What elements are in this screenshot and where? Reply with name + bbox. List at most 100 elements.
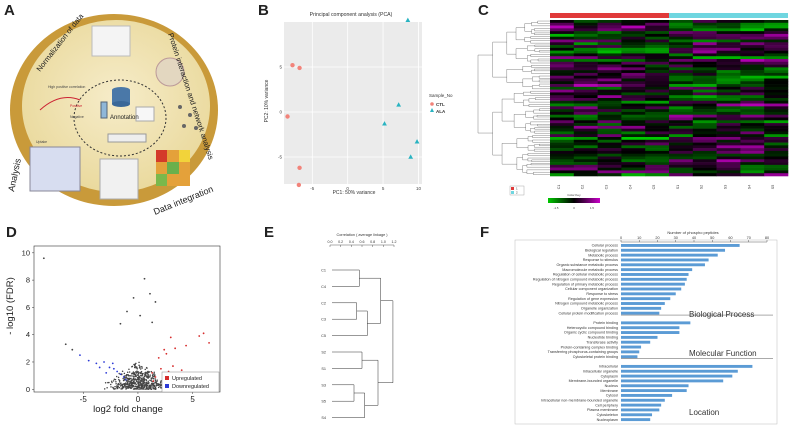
heatmap-cell xyxy=(692,162,717,166)
volcano-point-downregulated xyxy=(87,359,90,362)
volcano-point-ns xyxy=(130,377,132,380)
volcano-point-ns xyxy=(153,376,155,378)
volcano-ytick: 6 xyxy=(26,303,30,312)
heatmap-cell xyxy=(716,134,741,138)
heatmap-cell xyxy=(740,117,765,121)
heatmap-cell xyxy=(550,120,575,124)
heatmap-cell xyxy=(692,167,717,171)
volcano-point-upregulated xyxy=(174,347,177,350)
volcano-legend-up-swatch xyxy=(165,376,169,380)
go-bar xyxy=(621,273,689,276)
heatmap-cell xyxy=(669,67,694,71)
volcano-point-ns xyxy=(140,386,142,388)
heatmap-cell xyxy=(669,33,694,38)
heatmap-cell xyxy=(621,56,646,60)
volcano-point-ns xyxy=(117,376,120,379)
heatmap-cell xyxy=(692,72,717,77)
heatmap-cell xyxy=(645,89,670,93)
heatmap-cell xyxy=(645,103,670,107)
heatmap-cell xyxy=(692,148,717,152)
volcano-point-upregulated xyxy=(185,344,187,347)
heatmap-cell xyxy=(669,47,694,51)
go-category-label: Regulation of gene expression xyxy=(568,297,618,301)
dendro-leaf-label: C4 xyxy=(321,285,326,289)
volcano-point-ns xyxy=(118,378,120,381)
heatmap-cell xyxy=(550,45,575,49)
go-category-label: Organic cyclic compound binding xyxy=(564,331,618,335)
heatmap-cell xyxy=(692,28,717,32)
heatmap-cell xyxy=(740,67,765,71)
heatmap-cell xyxy=(669,106,694,110)
heatmap-cell xyxy=(669,123,694,127)
heatmap-cell xyxy=(550,125,575,129)
go-bar xyxy=(621,379,724,383)
heatmap-cell xyxy=(597,92,622,96)
heatmap-cell xyxy=(740,36,765,40)
section-label-location: Location xyxy=(689,408,719,417)
volcano-point-ns xyxy=(134,385,137,388)
heatmap-cell xyxy=(573,145,598,149)
heatmap-cell xyxy=(597,106,622,110)
heatmap-cell xyxy=(645,173,670,177)
volcano-point-ns xyxy=(150,386,152,389)
high-correlation-label: High positive correlation xyxy=(48,85,85,89)
heatmap-cell xyxy=(621,84,646,88)
heatmap-cell xyxy=(764,59,789,63)
heatmap-cell xyxy=(597,100,622,104)
volcano-xtick: -5 xyxy=(80,395,88,404)
heatmap-cell xyxy=(716,125,741,129)
volcano-point-ns xyxy=(107,381,109,384)
heatmap-cell xyxy=(573,100,598,104)
volcano-point-ns xyxy=(140,388,142,390)
heatmap-cell xyxy=(740,170,765,174)
volcano-point-ns xyxy=(114,385,116,388)
heatmap-cell xyxy=(573,78,598,82)
heatmap-cell xyxy=(550,61,575,65)
volcano-point-ns xyxy=(113,378,116,380)
heatmap-cell xyxy=(716,92,741,96)
heatmap-cell xyxy=(573,95,598,99)
heatmap-cell xyxy=(573,22,598,26)
heatmap-cell xyxy=(669,53,694,57)
heatmap-cell xyxy=(716,75,741,79)
heatmap-cell xyxy=(669,137,694,141)
heatmap-cell xyxy=(645,45,670,49)
pca-ytick: -5 xyxy=(278,155,282,160)
heatmap-cell xyxy=(645,100,670,104)
heatmap-cell xyxy=(716,142,741,146)
volcano-legend-box xyxy=(161,371,220,393)
volcano-point-ns xyxy=(121,386,124,389)
heatmap-cell xyxy=(764,47,789,51)
heatmap-cell xyxy=(669,81,694,85)
volcano-point-ns xyxy=(143,376,146,378)
volcano-point-ns xyxy=(118,386,121,389)
annotation-circle xyxy=(73,79,167,157)
heatmap-cell xyxy=(669,78,694,82)
volcano-point-ns xyxy=(132,378,134,381)
heatmap-cell xyxy=(645,114,670,118)
go-category-label: Cellular process xyxy=(592,244,619,248)
volcano-point-ns xyxy=(152,375,154,377)
heatmap-cell xyxy=(573,142,598,146)
heatmap-cell xyxy=(669,64,694,68)
volcano-point-downregulated xyxy=(108,366,111,369)
volcano-point-upregulated xyxy=(163,348,166,351)
heatmap-cell xyxy=(573,159,598,163)
volcano-point-ns xyxy=(138,388,140,390)
pca-point-ala xyxy=(405,17,411,22)
heatmap-cell xyxy=(573,84,598,88)
volcano-point-ns xyxy=(144,388,146,390)
heatmap-cell xyxy=(645,33,670,38)
heatmap-cell xyxy=(740,28,765,32)
go-category-label: Nucleus xyxy=(605,384,618,388)
heatmap-cell xyxy=(550,173,575,177)
heatmap-cell xyxy=(597,150,622,155)
volcano-point-downregulated xyxy=(122,376,125,378)
heatmap-cell xyxy=(669,164,694,168)
heatmap-cell xyxy=(692,84,717,88)
heatmap-cell xyxy=(573,59,598,63)
heatmap-column-label: C2 xyxy=(581,185,585,190)
heatmap-cell xyxy=(573,20,598,24)
heatmap-cell xyxy=(764,159,789,163)
pca-point-ctl xyxy=(297,165,302,170)
